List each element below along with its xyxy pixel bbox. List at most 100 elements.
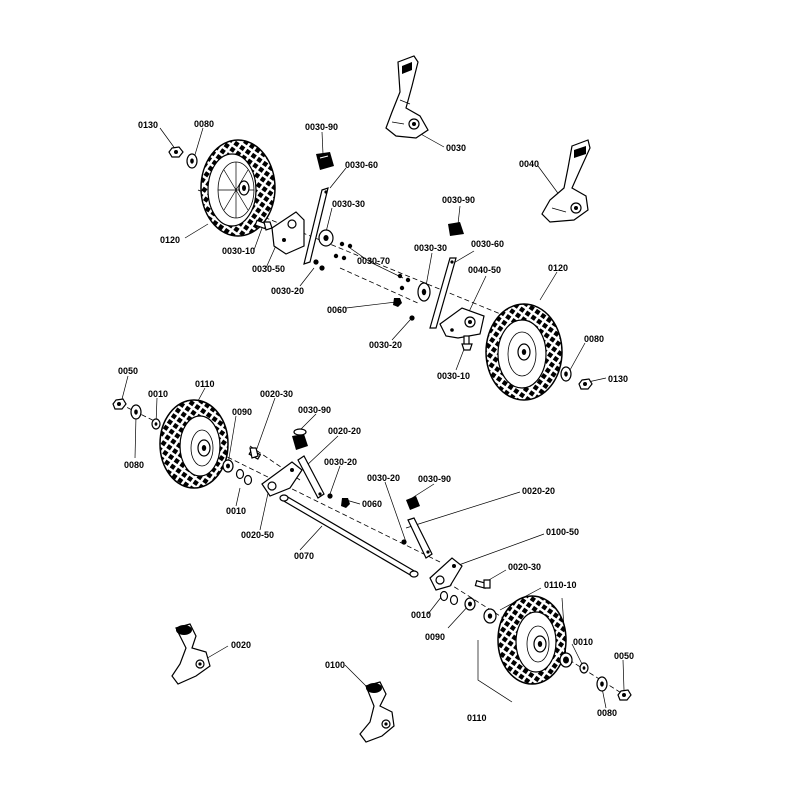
bushing-0030-30-upper-right [417, 282, 431, 302]
label-0030-20-d: 0030-20 [367, 473, 400, 483]
label-0020-20-a: 0020-20 [328, 426, 361, 436]
rod-0030-60-upper-left [303, 187, 329, 265]
nut-0050-lower-left [112, 398, 127, 410]
bushing-0110-10 [483, 608, 497, 624]
label-0060-lower: 0060 [362, 499, 382, 509]
label-0030: 0030 [446, 143, 466, 153]
label-0090-b: 0090 [425, 632, 445, 642]
label-0020-20-b: 0020-20 [522, 486, 555, 496]
label-0050-lower-left: 0050 [118, 366, 138, 376]
axle-0070 [279, 494, 419, 578]
lever-0100 [359, 681, 395, 743]
label-0030-20-a: 0030-20 [271, 286, 304, 296]
spacer-0030-20-upper-right [409, 315, 415, 321]
washers-0010-lower-right [439, 590, 459, 606]
washer-0080-upper-left [186, 153, 198, 169]
wheel-0110-lower-left [159, 399, 229, 489]
label-0030-30-a: 0030-30 [332, 199, 365, 209]
label-0110-lower-right: 0110 [467, 713, 487, 723]
label-0060-upper: 0060 [327, 305, 347, 315]
label-0020: 0020 [231, 640, 251, 650]
bolt-0030-10-upper-left [254, 219, 273, 231]
cap-0030-90-lower-right [406, 496, 420, 510]
rod-0020-20-lower-right [407, 517, 433, 559]
spacers-0030-20-upper-left [313, 259, 325, 271]
label-0050-lower-right: 0050 [614, 651, 634, 661]
lever-0030 [385, 55, 429, 139]
washer-0080-lower-right [596, 676, 608, 692]
spacer-0030-20-lower-right [401, 539, 407, 545]
label-0030-90-b: 0030-90 [442, 195, 475, 205]
label-0030-10-a: 0030-10 [222, 246, 255, 256]
label-0030-90-a: 0030-90 [305, 122, 338, 132]
bolt-0020-30-lower-right [474, 579, 491, 589]
label-0030-30-b: 0030-30 [414, 243, 447, 253]
label-0010-b: 0010 [226, 506, 246, 516]
label-0010-d: 0010 [573, 637, 593, 647]
label-0120-upper-left: 0120 [160, 235, 180, 245]
label-0110-10: 0110-10 [544, 580, 577, 590]
spacer-0090-lower-left [222, 459, 234, 473]
wheel-0110-lower-right [497, 595, 567, 685]
nut-0060-lower [341, 498, 350, 508]
part-labels: 0130 0080 0030-90 0030 0030-60 0040 0030… [118, 119, 634, 723]
label-0030-10-b: 0030-10 [437, 371, 470, 381]
nut-0060-upper [393, 298, 402, 307]
cap-0030-90-lower-left [292, 428, 308, 450]
label-0100: 0100 [325, 660, 345, 670]
spacer-0030-20-lower-left [327, 493, 333, 499]
label-0110-lower-left: 0110 [195, 379, 215, 389]
label-0080-lower-left: 0080 [124, 460, 144, 470]
label-0010-a: 0010 [148, 389, 168, 399]
label-0020-30-a: 0020-30 [260, 389, 293, 399]
label-0030-60-b: 0030-60 [471, 239, 504, 249]
label-0100-50: 0100-50 [546, 527, 579, 537]
bracket-0030-50 [271, 211, 305, 255]
nut-0050-lower-right [617, 689, 632, 701]
rod-0020-20-lower-left [297, 455, 325, 499]
label-0030-50: 0030-50 [252, 264, 285, 274]
label-0040: 0040 [519, 159, 539, 169]
washer-0080-upper-right [560, 366, 572, 382]
label-0030-70: 0030-70 [357, 256, 390, 266]
label-0020-50: 0020-50 [241, 530, 274, 540]
washer-0080-lower-left [130, 404, 142, 420]
label-0130-upper: 0130 [138, 120, 158, 130]
bolt-0020-30-lower-left [248, 447, 262, 460]
bolt-0030-10-upper-right [461, 335, 473, 351]
nut-0130-upper-right [578, 378, 593, 390]
cap-lower-right [559, 652, 573, 668]
label-0080-upper-right: 0080 [584, 334, 604, 344]
label-0070: 0070 [294, 551, 314, 561]
wheel-0120-upper-right [485, 303, 563, 401]
label-0080-lower-right: 0080 [597, 708, 617, 718]
spacer-0090-lower-right [464, 597, 476, 611]
cap-0030-90-upper-right [448, 222, 464, 236]
label-0040-50: 0040-50 [468, 265, 501, 275]
nut-0130-upper-left [168, 146, 184, 158]
rod-0030-60-upper-right [429, 257, 457, 329]
wheel-0120-upper-left [200, 139, 276, 237]
lever-0020 [171, 623, 211, 685]
label-0010-c: 0010 [411, 610, 431, 620]
clips-0030-70 [333, 241, 411, 291]
label-0020-30-b: 0020-30 [508, 562, 541, 572]
bushing-0030-30-upper-left [318, 229, 334, 247]
label-0130-upper-right: 0130 [608, 374, 628, 384]
label-0030-90-c: 0030-90 [298, 405, 331, 415]
label-0030-90-d: 0030-90 [418, 474, 451, 484]
label-0030-20-c: 0030-20 [324, 457, 357, 467]
label-0080-upper: 0080 [194, 119, 214, 129]
bracket-0100-50 [429, 557, 463, 591]
bracket-0040-50 [439, 307, 485, 339]
washer-0010-lower-right [579, 662, 589, 674]
cap-0030-90-upper-left [316, 152, 334, 170]
label-0120-upper-right: 0120 [548, 263, 568, 273]
lever-0040 [541, 139, 591, 223]
washers-0010-lower [235, 468, 253, 486]
label-0030-60-a: 0030-60 [345, 160, 378, 170]
label-0030-20-b: 0030-20 [369, 340, 402, 350]
bracket-0020-50 [261, 461, 303, 497]
label-0090-a: 0090 [232, 407, 252, 417]
